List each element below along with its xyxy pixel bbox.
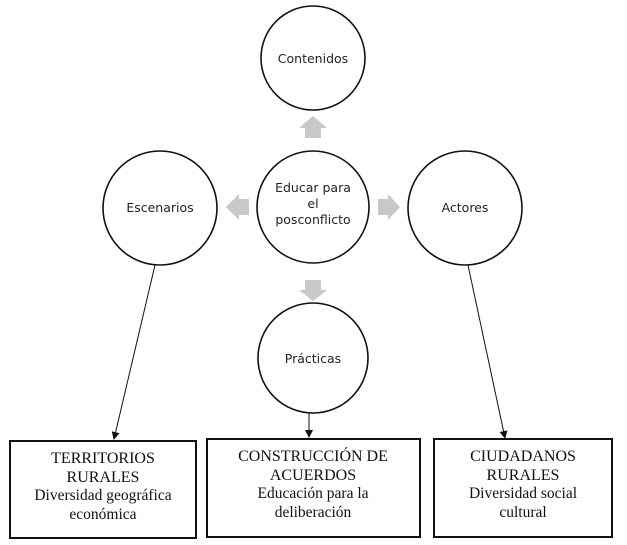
connector-actores xyxy=(467,264,508,439)
node-label: Contenidos xyxy=(278,51,348,66)
box-subtitle-line: Diversidad social xyxy=(469,485,577,502)
box-subtitle-line: Educación para la xyxy=(257,485,368,502)
node-escenarios: Escenarios xyxy=(102,150,218,266)
box-title-line: RURALES xyxy=(487,467,560,484)
arrow-right-icon xyxy=(378,194,400,220)
center-line-3: posconflicto xyxy=(275,212,350,227)
connector-escenarios xyxy=(111,264,156,440)
box-subtitle-line: económica xyxy=(69,506,136,523)
node-label: Actores xyxy=(442,200,489,215)
box-subtitle-line: cultural xyxy=(499,504,546,521)
box-title-line: RURALES xyxy=(67,469,140,486)
arrow-left-icon xyxy=(226,194,249,220)
node-actores: Actores xyxy=(407,150,523,266)
node-label: Prácticas xyxy=(285,351,341,366)
box-title-line: CIUDADANOS xyxy=(470,448,576,465)
center-line-2: el xyxy=(307,196,318,211)
box-subtitle-line: Diversidad geográfica xyxy=(34,487,171,504)
arrow-down-icon xyxy=(299,280,327,301)
node-label: Escenarios xyxy=(126,200,193,215)
node-practicas: Prácticas xyxy=(257,302,369,414)
node-center: Educar para el posconflicto xyxy=(256,150,370,264)
box-title-line: TERRITORIOS xyxy=(51,450,155,467)
box-title-line: CONSTRUCCIÓN DE xyxy=(238,446,388,465)
box-construccion: CONSTRUCCIÓN DE ACUERDOS Educación para … xyxy=(206,438,421,538)
node-contenidos: Contenidos xyxy=(260,5,366,111)
box-ciudadanos: CIUDADANOS RURALES Diversidad social cul… xyxy=(433,438,613,538)
arrow-up-icon xyxy=(299,116,327,138)
box-title-line: ACUERDOS xyxy=(270,467,356,484)
center-line-1: Educar para xyxy=(275,180,351,195)
box-subtitle-line: deliberación xyxy=(275,504,352,521)
box-territorios: TERRITORIOS RURALES Diversidad geográfic… xyxy=(9,440,197,539)
